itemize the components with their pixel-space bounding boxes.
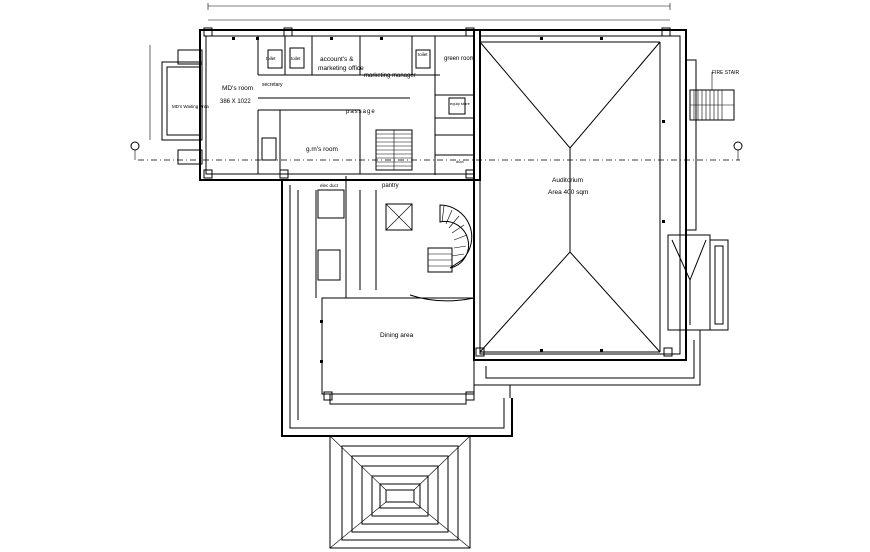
marketing-manager-label: marketing manager [364,73,416,79]
duct-label: duct [456,159,464,164]
column-marker-icon [465,169,475,179]
pantry-label: pantry [382,183,399,189]
dining-block [281,175,513,437]
column-marker-icon [279,169,289,179]
auditorium-label: Auditorium [552,177,583,184]
spiral-stair-icon [427,204,473,273]
fire-stair [689,72,735,121]
fire-stair-label: FIRE STAIR [712,70,740,76]
column-marker-icon [465,391,475,401]
column-marker-icon [203,169,213,179]
equip-store-label: equip store [450,101,471,106]
md-room-label: MD's room [222,85,253,92]
top-dimension-lines [149,3,671,140]
grid-bubble-icon [733,141,743,151]
stair-icon [375,129,413,171]
md-room-size-label: 386 X 1022 [220,99,251,105]
toilet-label-1: toilet [266,56,276,61]
passage-label: passage [346,109,376,115]
column-marker-icon [475,347,485,357]
auditorium-block [473,29,701,398]
toilet-label-2: toilet [291,56,301,61]
column-markers [203,27,673,401]
green-room-label: green room [444,56,475,62]
upper-partitions [257,36,474,175]
column-marker-icon [323,391,333,401]
column-marker-icon [283,27,293,37]
column-marker-icon [465,27,475,37]
elec-duct-label: elec duct [320,183,339,188]
accounts-label: account's & [320,56,354,63]
entrance-canopy [329,435,471,549]
md-waiting-label: MD's Waiting Area [172,104,209,109]
gm-room-label: g.m's room [306,146,338,153]
room-labels: MD's room 386 X 1022 MD's Waiting Area t… [172,52,740,339]
marketing-office-label: marketing office [318,65,364,72]
center-axis [130,141,743,161]
auditorium-area-label: Area 400 sqm [548,189,588,196]
grid-bubble-icon [130,141,140,151]
column-marker-icon [661,27,671,37]
secretary-label: secretary [262,82,283,88]
dining-area-label: Dining area [380,332,414,339]
column-marker-icon [663,347,673,357]
upper-block-walls [161,29,481,181]
toilet-label-3: toilet [418,52,428,57]
column-marker-icon [203,27,213,37]
right-bays [667,59,729,331]
